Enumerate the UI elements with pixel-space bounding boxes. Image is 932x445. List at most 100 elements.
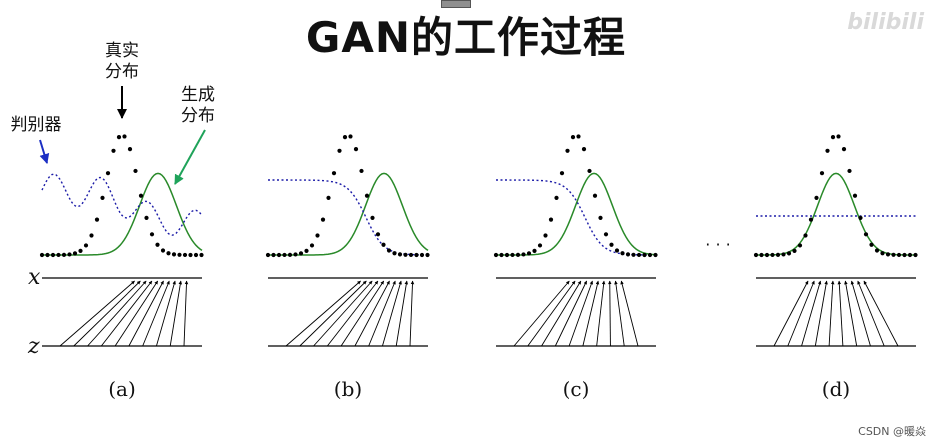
real-data-dot <box>386 248 392 253</box>
real-data-dot <box>554 195 559 200</box>
real-data-dot <box>133 168 138 174</box>
real-data-dot <box>287 252 293 257</box>
real-data-dot <box>56 252 61 258</box>
real-data-dot <box>852 193 858 198</box>
real-data-dot <box>177 252 182 257</box>
real-data-dot <box>83 243 89 248</box>
real-data-dot <box>138 193 144 198</box>
mapping-arrow <box>837 280 844 347</box>
real-data-dot <box>127 147 133 152</box>
real-data-dot <box>592 193 598 198</box>
discriminator-curve <box>268 179 429 256</box>
real-data-dot <box>753 252 759 258</box>
real-data-dot <box>570 134 576 140</box>
mapping-arrow <box>299 280 367 347</box>
mapping-arrow <box>596 280 606 347</box>
real-data-dot <box>786 251 792 256</box>
discriminator-label: 判别器 <box>11 115 62 135</box>
real-data-dot <box>847 168 852 174</box>
real-data-dot <box>370 215 375 220</box>
mapping-arrow <box>326 280 379 347</box>
real-data-dot <box>149 232 155 237</box>
real-data-dot <box>764 252 770 258</box>
real-data-dot <box>397 252 403 257</box>
real-data-dot <box>122 134 127 139</box>
real-data-dot <box>188 252 193 258</box>
mapping-arrow <box>582 280 600 347</box>
real-data-dot <box>565 148 570 153</box>
page-title: GAN的工作过程 <box>305 13 627 62</box>
real-data-dot <box>375 232 381 237</box>
real-data-dot <box>614 248 620 253</box>
generated-distribution-curve <box>496 172 657 256</box>
mapping-arrow <box>313 280 373 347</box>
real-data-dot <box>548 217 554 222</box>
real-data-dot <box>537 243 543 248</box>
gen-dist-arrow <box>174 129 206 185</box>
panel-b: (b) <box>265 134 430 401</box>
mapping-arrow <box>614 280 625 347</box>
real-data-dot <box>913 252 918 258</box>
real-data-dot <box>50 252 56 258</box>
real-data-dot <box>581 147 587 152</box>
mapping-arrow <box>801 280 822 347</box>
mapping-arrow <box>382 280 402 347</box>
discriminator-curve <box>41 173 203 236</box>
real-data-dot <box>309 243 315 248</box>
real-data-dot <box>199 252 204 258</box>
real-data-dot <box>342 134 348 140</box>
real-data-dot <box>808 217 814 222</box>
real-data-dot <box>326 195 331 200</box>
real-data-dot <box>337 148 342 153</box>
mapping-arrow <box>773 280 809 347</box>
real-data-dot <box>320 217 326 222</box>
x-axis-label: x <box>28 265 41 290</box>
real-data-dot <box>67 252 72 257</box>
real-data-dot <box>271 252 276 258</box>
real-data-dot <box>775 252 781 257</box>
real-data-dot <box>282 252 287 258</box>
mapping-arrow <box>620 280 639 347</box>
real-data-dot <box>625 252 631 257</box>
real-data-dot <box>414 252 419 258</box>
real-data-dot <box>587 168 592 174</box>
real-data-dot <box>144 215 149 220</box>
mapping-arrow <box>541 280 582 347</box>
mapping-arrow <box>607 280 612 347</box>
panel-label: (b) <box>334 377 362 401</box>
real-data-dot <box>298 251 304 256</box>
real-data-dot <box>276 252 282 258</box>
real-data-dot <box>576 134 581 139</box>
real-data-dot <box>609 242 614 247</box>
real-data-dot <box>419 252 425 258</box>
real-data-dot <box>636 252 642 258</box>
real-data-dot <box>841 147 847 152</box>
real-data-dot <box>315 233 320 238</box>
real-data-dot <box>803 233 808 238</box>
real-data-dot <box>759 252 764 258</box>
mapping-arrow <box>814 280 828 347</box>
mapping-arrow <box>285 280 361 347</box>
real-data-dot <box>348 134 353 139</box>
panel-a: (a) <box>39 134 204 401</box>
mapping-arrow <box>527 280 576 347</box>
real-data-dot <box>814 195 819 200</box>
mapping-arrow <box>59 280 135 347</box>
real-data-dot <box>182 252 188 258</box>
real-data-dot <box>543 233 548 238</box>
mapping-arrow <box>513 280 570 347</box>
mapping-arrow <box>128 280 164 347</box>
real-data-dot <box>781 252 786 257</box>
real-data-dot <box>526 251 532 256</box>
real-data-dot <box>836 134 841 139</box>
real-data-dot <box>265 252 271 258</box>
top-handle <box>441 0 471 8</box>
mapping-arrow <box>183 280 189 347</box>
real-dist-label-1: 真实 <box>105 41 139 61</box>
watermark: CSDN @暖焱 <box>858 425 926 438</box>
real-dist-label-2: 分布 <box>105 62 139 82</box>
real-data-dot <box>521 252 526 257</box>
mapping-arrow <box>169 280 183 347</box>
real-data-dot <box>331 171 337 176</box>
